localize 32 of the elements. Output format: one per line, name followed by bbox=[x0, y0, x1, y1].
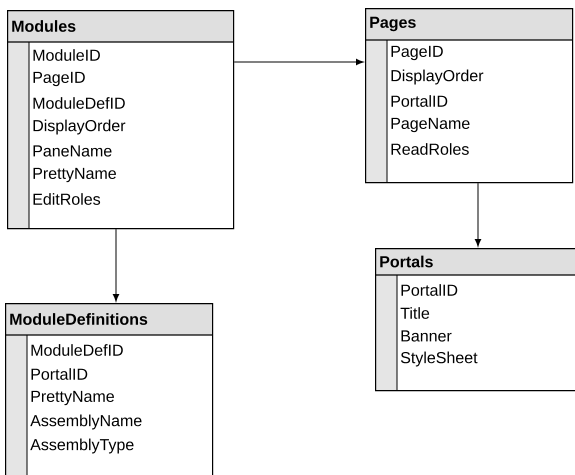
field-name: AssemblyName bbox=[30, 414, 142, 430]
field-name: DisplayOrder bbox=[34, 120, 126, 134]
field-name: DisplayOrder bbox=[392, 70, 484, 84]
field-name: PrettyName bbox=[32, 390, 114, 406]
field-name: Banner bbox=[402, 330, 452, 342]
field-name: Title bbox=[400, 307, 430, 319]
field-name: StyleSheet bbox=[400, 352, 478, 366]
field-name: PortalID bbox=[32, 368, 88, 380]
table-title: Portals bbox=[380, 256, 433, 268]
table-box bbox=[365, 8, 574, 184]
table-title: Modules bbox=[12, 20, 76, 32]
field-name: PageID bbox=[392, 46, 443, 60]
field-name: ModuleDefID bbox=[32, 344, 123, 356]
field-name: ModuleID bbox=[34, 49, 100, 61]
field-name: EditRoles bbox=[34, 193, 100, 205]
field-name: ModuleDefID bbox=[34, 97, 125, 109]
table-title: Pages bbox=[370, 16, 416, 32]
field-name: PageID bbox=[34, 72, 85, 86]
table-box bbox=[375, 248, 575, 392]
field-name: AssemblyType bbox=[30, 438, 134, 454]
field-name: PortalID bbox=[402, 284, 458, 296]
arrow bbox=[234, 58, 364, 66]
field-name: PaneName bbox=[34, 145, 112, 157]
arrow bbox=[112, 228, 120, 302]
field-name: PortalID bbox=[392, 95, 448, 107]
field-name: PageName bbox=[392, 118, 470, 132]
table-box bbox=[5, 303, 214, 475]
arrow bbox=[474, 182, 482, 247]
table-title: ModuleDefinitions bbox=[10, 313, 148, 325]
field-name: PrettyName bbox=[34, 168, 116, 182]
field-name: ReadRoles bbox=[392, 143, 469, 155]
table-box bbox=[7, 10, 234, 230]
